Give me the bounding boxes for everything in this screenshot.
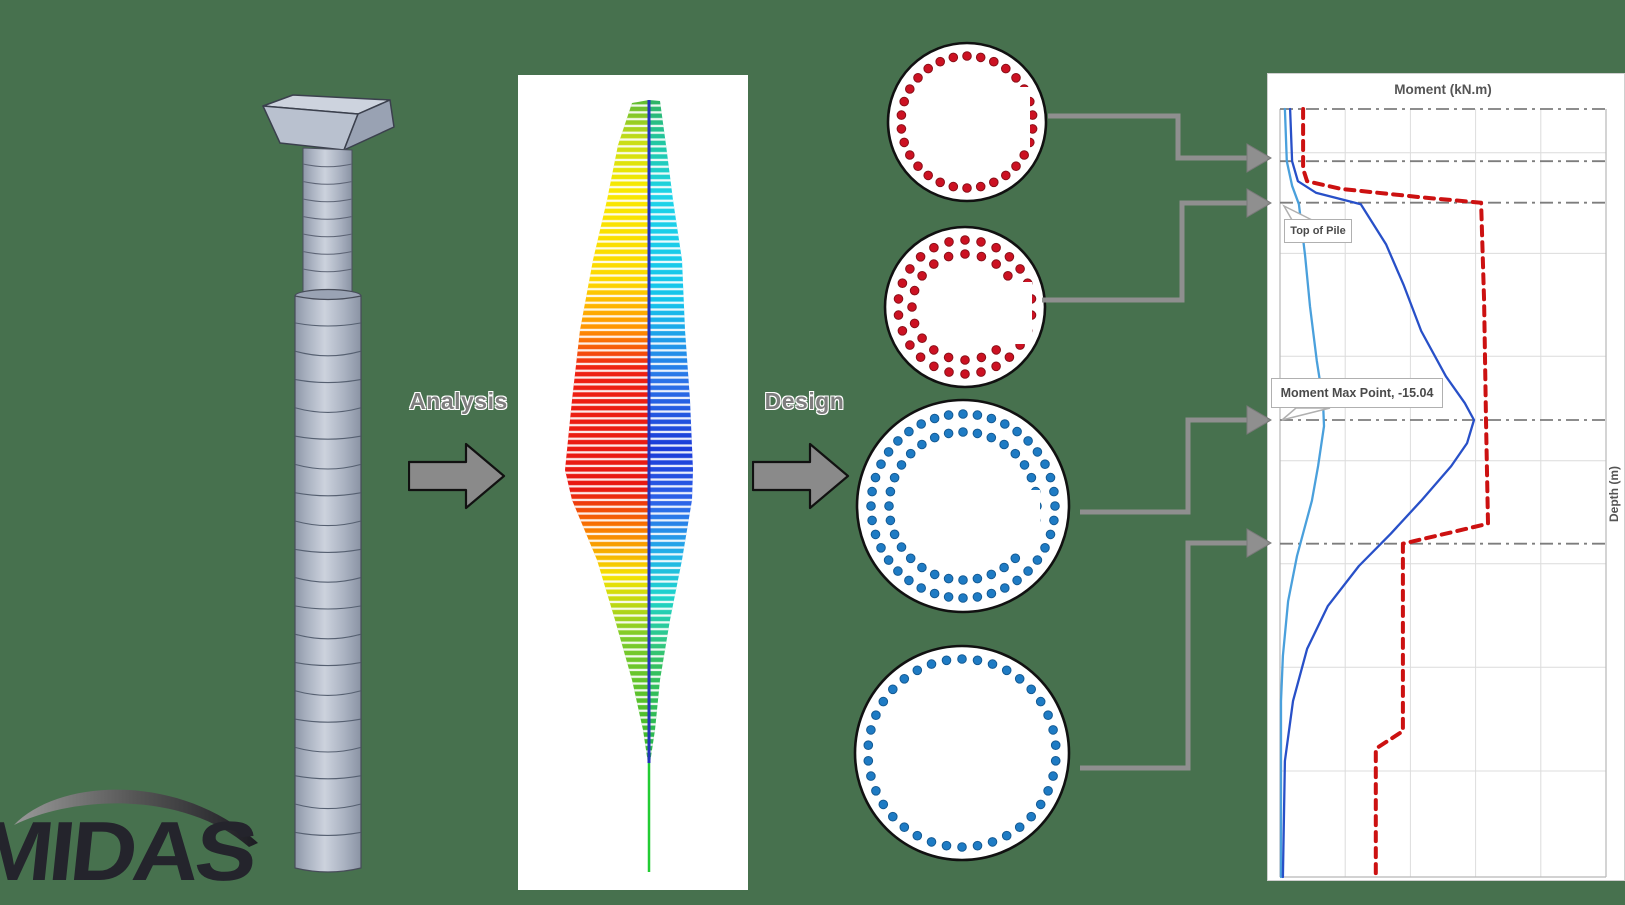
pile-3d-model (262, 94, 395, 873)
wireframe-right-half (649, 100, 693, 770)
pile-column (302, 147, 353, 297)
connector-arrowhead-2-icon (1246, 188, 1272, 218)
top-of-pile-callout-tail (1282, 204, 1313, 221)
analysis-result-panel (518, 75, 748, 890)
connector-line-3 (1080, 417, 1249, 515)
pile-cap (262, 94, 395, 151)
chart-title: Moment (kN.m) (1394, 82, 1492, 97)
midas-logo: MIDAS (0, 789, 259, 898)
wireframe-left-half (565, 100, 649, 770)
pile-segment-lines (295, 163, 361, 836)
moment-wireframe-diagram (565, 100, 693, 872)
analysis-label: Analysis (409, 388, 508, 414)
design-block-arrow-right-icon (752, 442, 850, 510)
blue-curve (1281, 107, 1476, 879)
cross-section-2 (883, 225, 1047, 389)
connector-arrowhead-3-icon (1246, 405, 1272, 435)
pile-shaft (294, 288, 362, 873)
depth-marker-lines (1280, 108, 1606, 545)
cross-section-4 (853, 644, 1071, 862)
light-blue-curve (1279, 107, 1326, 879)
moment-max-callout-tail (1281, 407, 1331, 421)
section-label-area (956, 87, 1030, 148)
connector-arrowhead-1-icon (1246, 143, 1272, 173)
section-label-area (957, 742, 1032, 805)
moment-max-callout: Moment Max Point, -15.04 (1271, 378, 1443, 408)
connector-line-4 (1080, 540, 1249, 771)
pile-cross-sections (853, 41, 1071, 862)
chart-gridlines (1279, 109, 1607, 878)
chart-curves (1279, 107, 1490, 879)
logo-text: MIDAS (0, 804, 259, 898)
section-label-area (967, 490, 1040, 552)
connector-line-1 (1048, 113, 1249, 161)
section-connector-arrows (1042, 113, 1272, 771)
logo-swoosh-icon (14, 789, 258, 847)
cross-section-1 (886, 41, 1048, 203)
analysis-block-arrow-right-icon (408, 442, 506, 510)
connector-line-2 (1042, 200, 1249, 303)
chart-y-axis-label: Depth (m) (1607, 466, 1621, 522)
section-label-area (959, 282, 1032, 344)
connector-arrowhead-4-icon (1246, 528, 1272, 558)
cross-section-3 (855, 398, 1071, 614)
moment-depth-chart (1279, 107, 1607, 879)
red-dashed-curve (1301, 107, 1490, 879)
moment-depth-chart-panel: Moment (kN.m) Depth (m) Top of Pile Mome… (1267, 73, 1625, 881)
top-of-pile-callout: Top of Pile (1284, 219, 1352, 243)
design-label: Design (764, 388, 845, 414)
